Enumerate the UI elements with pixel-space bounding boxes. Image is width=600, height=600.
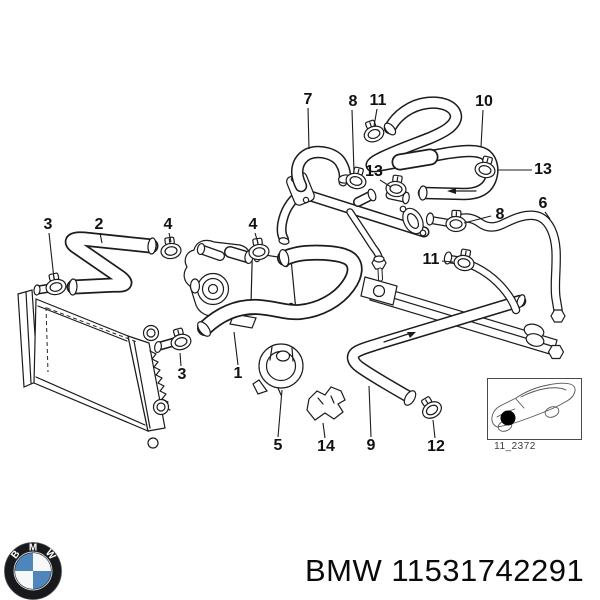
part-label-7: 7: [304, 91, 313, 108]
flow-arrow: [447, 188, 477, 194]
leader-line-8: [351, 109, 355, 173]
hose-9: [346, 294, 527, 406]
leader-line-3: [179, 352, 182, 367]
part-caption: BMW 11531742291: [305, 553, 584, 589]
part-label-11: 11: [370, 92, 387, 109]
leader-line-7: [307, 107, 310, 150]
leader-line-8: [463, 215, 492, 224]
leader-line-4: [254, 232, 259, 244]
leader-line-11: [373, 108, 378, 127]
part-label-13: 13: [534, 161, 552, 178]
part-number: 11531742291: [391, 553, 585, 588]
part-label-8: 8: [496, 206, 505, 223]
retaining-clip: [306, 386, 346, 421]
hose-10-opening: [418, 185, 428, 201]
location-dot: [500, 410, 516, 426]
hose-6-fitting: [550, 309, 566, 323]
hose-2-opening: [68, 278, 78, 296]
leader-line-1: [233, 331, 239, 366]
part-label-3: 3: [178, 366, 187, 383]
part-label-14: 14: [317, 438, 335, 455]
leader-line-3: [48, 232, 55, 280]
leader-line-11: [441, 260, 454, 263]
hose-9-opening: [403, 390, 417, 406]
part-label-9: 9: [367, 437, 376, 454]
bmw-logo: B M W: [4, 542, 62, 600]
logo-quadrant-blue: [33, 571, 51, 589]
thumbnail-frame: [487, 378, 582, 440]
part-label-3: 3: [44, 216, 53, 233]
leader-line-12: [432, 419, 436, 439]
leader-line-13: [379, 179, 392, 188]
part-label-6: 6: [539, 195, 548, 212]
leader-line-10: [480, 109, 484, 148]
part-label-5: 5: [274, 437, 283, 454]
car-thumbnail: 11_2372: [487, 378, 582, 452]
part-label-4: 4: [249, 216, 258, 233]
thermostat-housing: [252, 343, 304, 396]
hose-1-opening: [197, 321, 211, 337]
part-label-11: 11: [423, 251, 440, 268]
part-label-8: 8: [349, 93, 358, 110]
hose-2: [64, 231, 159, 296]
leader-line-5: [277, 389, 283, 438]
hose-10-opening: [383, 122, 397, 136]
radiator-drain: [147, 437, 159, 449]
brand-text: BMW: [305, 553, 383, 588]
leader-line-4: [168, 232, 172, 243]
cooler-hex-fitting: [547, 344, 565, 360]
hose-7: [291, 145, 353, 193]
part-label-4: 4: [164, 216, 173, 233]
hose-1: [197, 244, 363, 337]
hose-2-opening: [147, 237, 157, 255]
hose-1-opening: [278, 249, 290, 267]
part-label-1: 1: [234, 365, 243, 382]
clamp-12: [415, 392, 446, 423]
clamp-11: [359, 117, 387, 146]
leader-line-2: [99, 232, 103, 244]
logo-quadrant-blue: [15, 553, 33, 571]
radiator-neck-top: [142, 324, 160, 342]
leader-line-6: [544, 211, 551, 220]
part-label-10: 10: [475, 93, 493, 110]
leader-line-9: [368, 385, 372, 438]
logo-quadrant-white: [33, 553, 51, 571]
leader-line-14: [322, 422, 326, 439]
radiator-neck-lower: [152, 398, 170, 416]
radiator: [17, 289, 171, 449]
part-label-12: 12: [427, 438, 445, 455]
svg-text:M: M: [29, 543, 37, 554]
thumbnail-code: 11_2372: [494, 441, 536, 452]
logo-quadrant-white: [15, 571, 33, 589]
part-label-13: 13: [365, 163, 383, 180]
flow-arrow: [383, 332, 416, 343]
part-label-2: 2: [95, 216, 104, 233]
